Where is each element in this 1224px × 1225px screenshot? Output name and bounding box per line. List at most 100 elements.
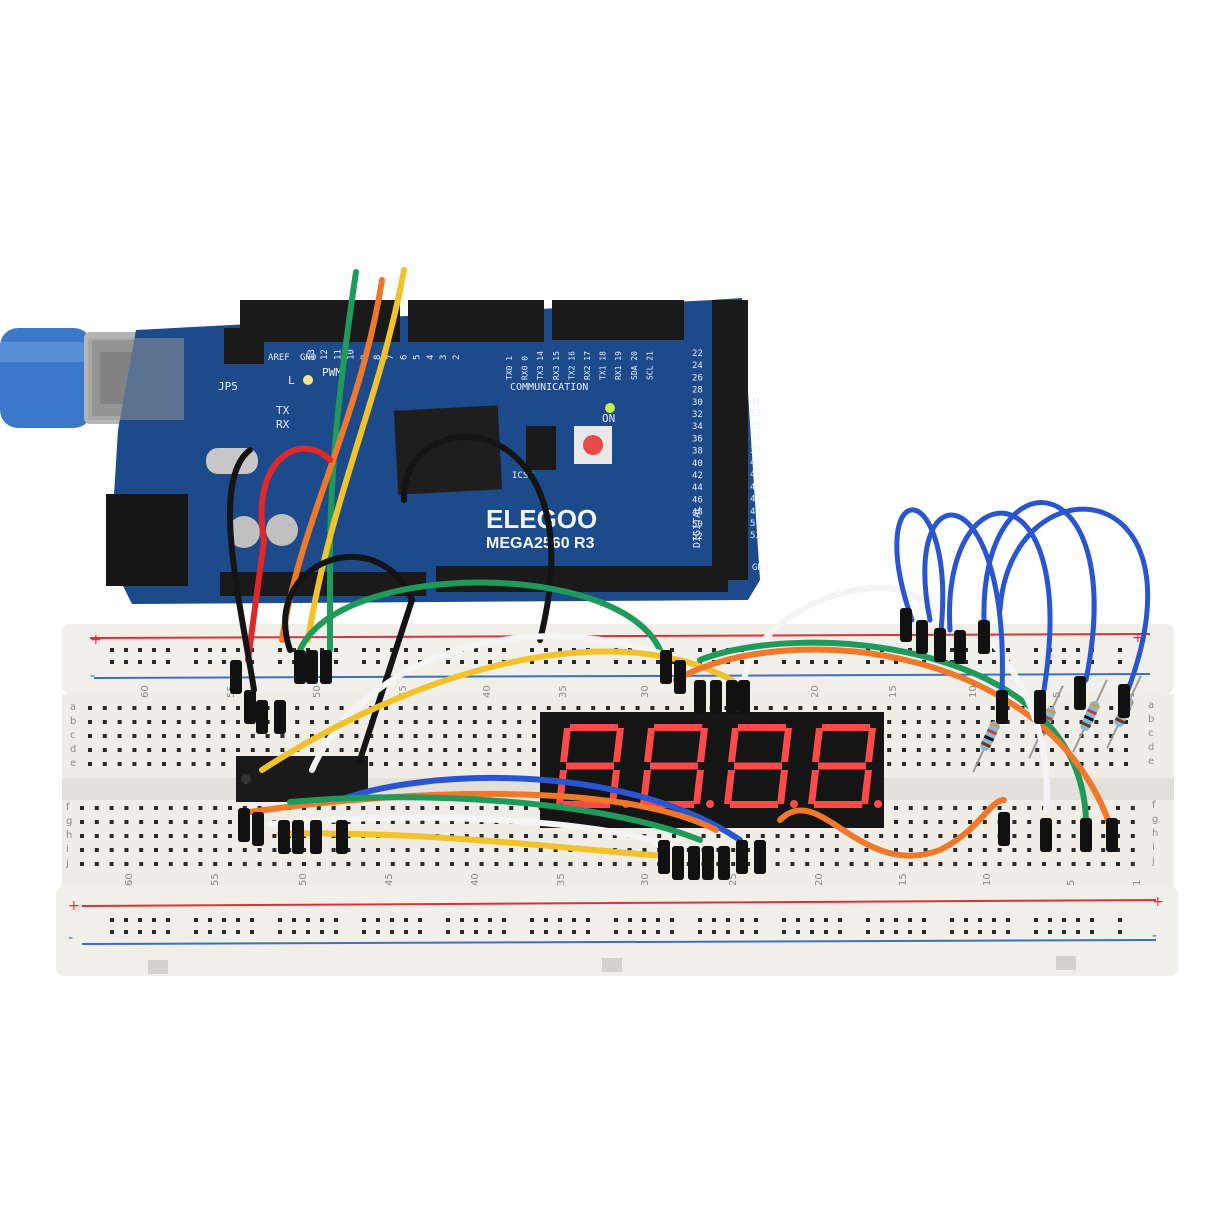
col-num-bottom-45: 45	[384, 873, 395, 886]
hole	[376, 862, 380, 866]
hole	[331, 848, 336, 852]
hole	[502, 706, 507, 710]
segment-e	[808, 770, 819, 804]
wire-green-4	[287, 794, 703, 843]
hole	[908, 930, 912, 934]
jp5-label: JP5	[218, 380, 238, 393]
hole	[1116, 806, 1120, 810]
plug-31	[702, 846, 714, 880]
hole	[908, 848, 913, 852]
hole	[726, 930, 730, 934]
hole	[443, 748, 448, 752]
hole	[191, 720, 196, 724]
hole	[1005, 748, 1010, 752]
hole	[628, 660, 632, 664]
hole	[228, 862, 232, 866]
digital-pin-37: 37	[750, 434, 761, 444]
hole	[384, 734, 388, 738]
hole	[1005, 762, 1010, 766]
comm-pin-3: RX3 15	[552, 351, 561, 380]
row-letter-right-e: e	[1148, 756, 1154, 767]
hole	[398, 734, 403, 738]
hole	[1116, 862, 1120, 866]
segment-f	[560, 728, 571, 762]
hole	[428, 748, 433, 752]
hole	[712, 648, 716, 652]
hole	[458, 706, 462, 710]
hole	[961, 762, 966, 766]
hole	[428, 720, 433, 724]
brand-logo: ELEGOO	[486, 504, 597, 534]
l-led	[303, 375, 313, 385]
hole	[278, 660, 282, 664]
hole	[464, 848, 469, 852]
hole	[544, 930, 548, 934]
hole	[923, 820, 928, 824]
col-num-bottom-1: 1	[1132, 880, 1143, 886]
hole	[479, 806, 484, 810]
hole	[790, 848, 795, 852]
usb-port	[88, 338, 184, 420]
hole	[168, 834, 173, 838]
hole	[1124, 748, 1128, 752]
digital-pin-22: 22	[692, 349, 703, 359]
hole	[923, 862, 928, 866]
on-led	[605, 403, 615, 413]
hole	[191, 748, 196, 752]
hole	[978, 660, 982, 664]
digital-pin-49: 49	[750, 507, 761, 517]
hole	[109, 834, 114, 838]
hole	[472, 734, 477, 738]
hole	[502, 762, 507, 766]
hole	[530, 930, 534, 934]
hole	[950, 930, 954, 934]
hole	[147, 706, 152, 710]
hole	[879, 834, 884, 838]
digital-pin-41: 41	[750, 458, 761, 468]
hole	[931, 706, 936, 710]
segment-dp	[706, 800, 714, 808]
hole	[628, 930, 632, 934]
hole	[530, 660, 534, 664]
hole	[236, 734, 240, 738]
plug-23	[252, 812, 264, 846]
hole	[754, 930, 758, 934]
hole	[1109, 748, 1114, 752]
hole	[166, 918, 170, 922]
segment-h-0	[570, 724, 618, 731]
hole	[221, 706, 226, 710]
digital-pin-48: 48	[692, 508, 703, 518]
hole	[420, 806, 425, 810]
hole	[376, 918, 380, 922]
segment-h-0	[654, 724, 702, 731]
hole	[154, 806, 158, 810]
rail-minus-bottom-right: -	[1152, 928, 1157, 944]
digital-pin-36: 36	[692, 434, 703, 444]
rail-minus-bottom-left: -	[68, 930, 73, 946]
hole	[152, 930, 156, 934]
hole	[124, 834, 129, 838]
hole	[698, 930, 702, 934]
hole	[458, 762, 462, 766]
hole	[1118, 660, 1122, 664]
hole	[775, 862, 780, 866]
hole	[162, 762, 166, 766]
hole	[517, 748, 522, 752]
hole	[1027, 806, 1032, 810]
hole	[950, 648, 954, 652]
segment-h-1	[650, 762, 698, 770]
hole	[586, 660, 590, 664]
hole	[435, 806, 440, 810]
hole	[887, 734, 892, 738]
hole	[213, 862, 218, 866]
row-letter-left-h: h	[66, 830, 72, 841]
hole	[1050, 748, 1054, 752]
hole	[221, 720, 226, 724]
digital-pin-24: 24	[692, 361, 703, 371]
hole	[324, 706, 329, 710]
hole	[1035, 762, 1040, 766]
digital-pin-47: 47	[750, 495, 761, 505]
hole	[820, 848, 824, 852]
digit-4	[808, 724, 882, 808]
hole	[1118, 648, 1122, 652]
